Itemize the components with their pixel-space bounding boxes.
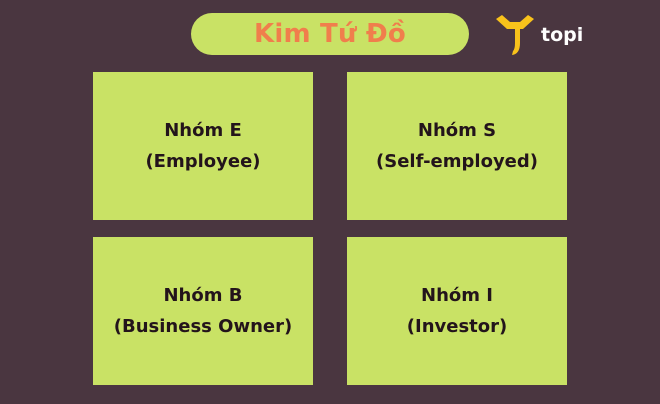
title-pill: Kim Tứ Đồ [191,13,469,55]
topi-logo-icon [496,15,534,55]
quadrant-b-subtitle: (Business Owner) [113,316,293,337]
quadrant-e: Nhóm E (Employee) [93,72,313,220]
quadrant-i-name: Nhóm I [421,285,493,306]
diagram-title: Kim Tứ Đồ [254,19,406,49]
quadrant-b-name: Nhóm B [163,285,243,306]
quadrant-s-name: Nhóm S [417,120,497,141]
logo-text: topi [541,24,584,46]
quadrant-i: Nhóm I (Investor) [347,237,567,385]
quadrant-e-subtitle: (Employee) [145,151,261,172]
topi-logo: topi [493,14,593,56]
quadrant-s-subtitle: (Self-employed) [376,151,538,172]
quadrant-b: Nhóm B (Business Owner) [93,237,313,385]
quadrant-i-subtitle: (Investor) [406,316,508,337]
quadrant-s: Nhóm S (Self-employed) [347,72,567,220]
quadrant-e-name: Nhóm E [164,120,242,141]
